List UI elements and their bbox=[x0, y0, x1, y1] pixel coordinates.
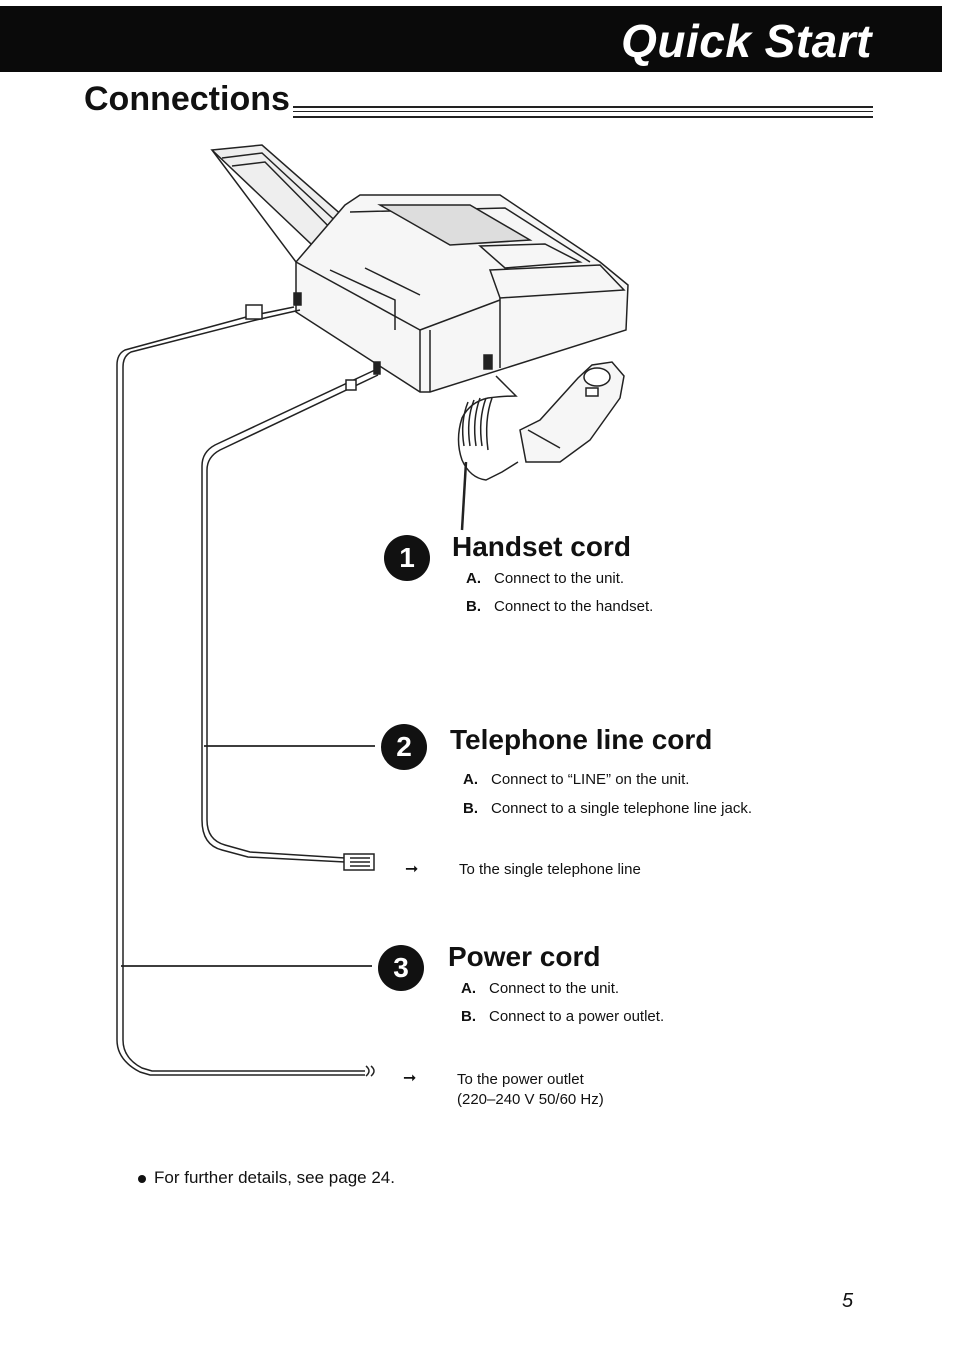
step-text: Connect to “LINE” on the unit. bbox=[491, 771, 690, 788]
step-letter: A. bbox=[466, 570, 481, 587]
step-number-badge: 2 bbox=[381, 724, 427, 770]
step-text: Connect to a single telephone line jack. bbox=[491, 800, 753, 817]
step-title: Handset cord bbox=[452, 531, 631, 562]
step-title: Telephone line cord bbox=[450, 724, 713, 755]
footnote-text: For further details, see page 24. bbox=[154, 1168, 395, 1187]
destination-note: To the power outlet (220–240 V 50/60 Hz) bbox=[457, 1070, 604, 1110]
power-cord-illustration bbox=[116, 304, 375, 1077]
step-text: Connect to the handset. bbox=[494, 598, 654, 615]
handset-illustration bbox=[519, 361, 625, 463]
step-number-badge: 3 bbox=[378, 945, 424, 991]
page-number: 5 bbox=[842, 1290, 854, 1312]
bullet-icon bbox=[138, 1174, 146, 1183]
step-letter: B. bbox=[466, 598, 481, 615]
step-instruction: B. Connect to a power outlet. bbox=[461, 1008, 664, 1025]
step-letter: B. bbox=[463, 800, 478, 817]
arrow-right-icon: ➞ bbox=[403, 1070, 417, 1087]
step-letter: A. bbox=[463, 771, 478, 788]
destination-note: To the single telephone line bbox=[459, 860, 641, 880]
step-instruction: A. Connect to the unit. bbox=[466, 570, 624, 587]
step-text: Connect to the unit. bbox=[489, 980, 620, 997]
step-instruction: A. Connect to “LINE” on the unit. bbox=[463, 771, 689, 788]
step-text: Connect to the unit. bbox=[494, 570, 625, 587]
step-instruction: A. Connect to the unit. bbox=[461, 980, 619, 997]
step-title: Power cord bbox=[448, 941, 601, 972]
step-letter: B. bbox=[461, 1008, 476, 1025]
header-title: Quick Start bbox=[621, 15, 872, 67]
fax-machine-illustration bbox=[293, 194, 629, 393]
section-title: Connections bbox=[84, 80, 290, 118]
step-letter: A. bbox=[461, 980, 476, 997]
handset-cord-illustration bbox=[457, 375, 519, 531]
step-instruction: B. Connect to the handset. bbox=[466, 598, 653, 615]
arrow-right-icon: ➞ bbox=[405, 861, 419, 878]
footnote: For further details, see page 24. bbox=[138, 1168, 395, 1188]
title-rule bbox=[293, 106, 873, 108]
step-instruction: B. Connect to a single telephone line jac… bbox=[463, 800, 752, 817]
destination-note-line: To the power outlet bbox=[457, 1071, 584, 1088]
title-rule bbox=[293, 116, 873, 118]
header-bar: Quick Start bbox=[0, 6, 942, 72]
destination-note-line: (220–240 V 50/60 Hz) bbox=[457, 1091, 604, 1108]
step-number-badge: 1 bbox=[384, 535, 430, 581]
telephone-line-cord-illustration bbox=[201, 369, 379, 871]
destination-note-line: To the single telephone line bbox=[459, 861, 641, 878]
title-rule bbox=[293, 111, 873, 112]
step-text: Connect to a power outlet. bbox=[489, 1008, 665, 1025]
